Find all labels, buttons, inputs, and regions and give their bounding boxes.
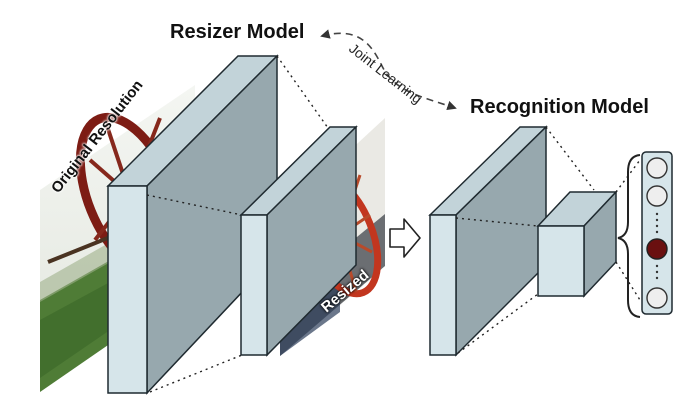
output-vector <box>641 151 673 315</box>
output-neuron <box>646 287 668 309</box>
recognition-model-title: Recognition Model <box>470 96 649 118</box>
output-neuron <box>646 157 668 179</box>
recognition-conv-block-small <box>536 190 618 298</box>
recognition-conv-block-large <box>428 125 548 357</box>
resizer-conv-block-large <box>106 54 279 395</box>
joint-learning-arrow-icon <box>320 29 457 111</box>
output-neuron <box>646 185 668 207</box>
projection-lines-resizer <box>146 55 329 393</box>
resizer-conv-block-small <box>239 125 358 357</box>
output-neuron-highlighted <box>646 238 668 260</box>
brace-icon <box>617 154 641 318</box>
flow-arrow-icon <box>389 218 421 258</box>
resizer-model-title: Resizer Model <box>170 21 305 43</box>
projection-lines-recognition <box>455 126 595 354</box>
